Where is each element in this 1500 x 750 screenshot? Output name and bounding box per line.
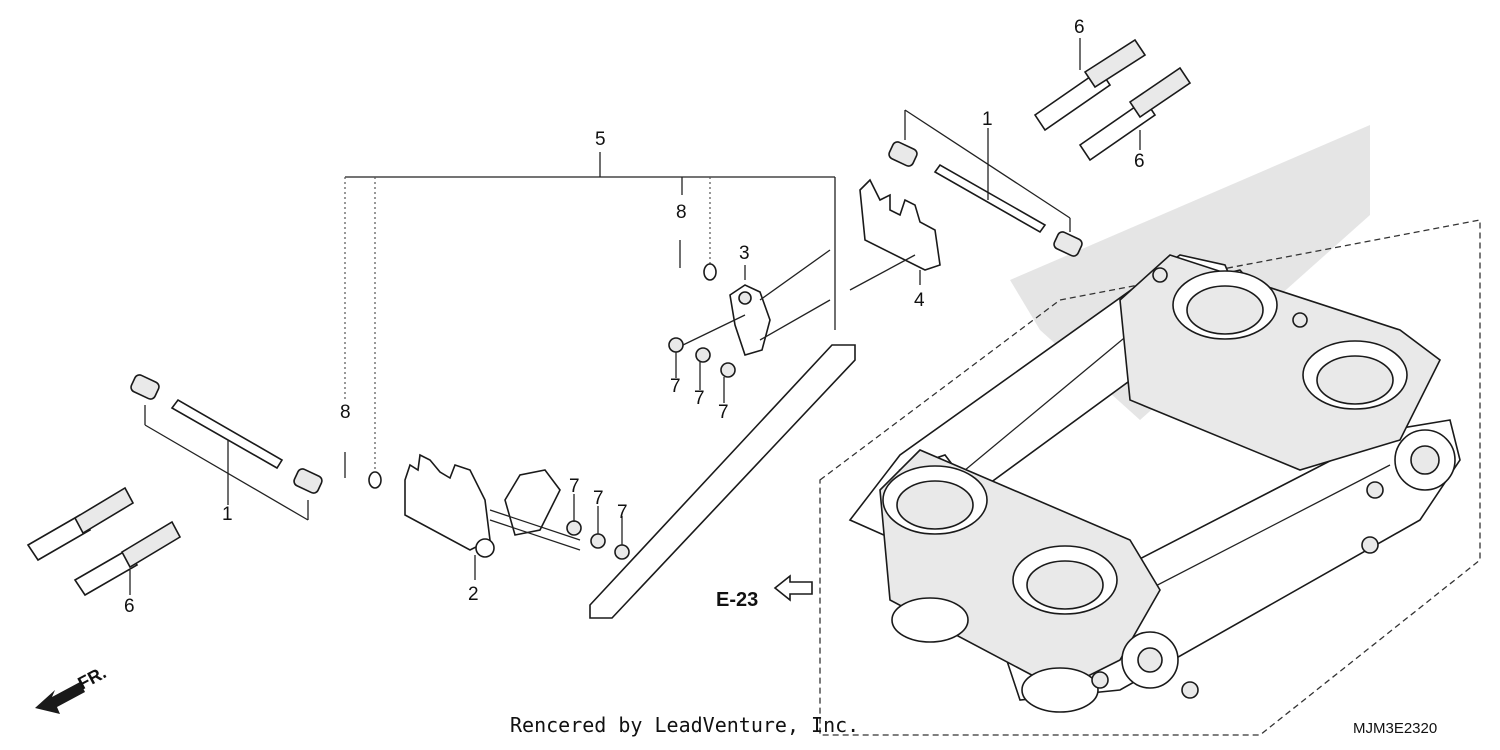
- callout-7-a: 7: [569, 476, 580, 497]
- callout-2: 2: [468, 584, 479, 605]
- diagram-code: MJM3E2320: [1353, 720, 1437, 737]
- callout-6-top: 6: [1074, 17, 1085, 38]
- injector-part-6-top: [1033, 38, 1147, 132]
- injector-part-6-mid: [1078, 66, 1192, 162]
- injector-part-6-left-a: [26, 486, 135, 562]
- callout-8-left: 8: [340, 402, 351, 423]
- throttle-body-assembly: [848, 254, 1461, 713]
- front-direction-arrow: [35, 682, 85, 714]
- callout-3: 3: [739, 243, 750, 264]
- pins-and-washers: [344, 240, 717, 489]
- callout-4: 4: [914, 290, 925, 311]
- reference-label: E-23: [716, 589, 758, 611]
- injector-part-6-left-b: [73, 520, 182, 597]
- credit-text: Rencered by LeadVenture, Inc.: [510, 713, 859, 737]
- callout-6-left: 6: [124, 596, 135, 617]
- callout-8-top: 8: [676, 202, 687, 223]
- callout-1-left: 1: [222, 504, 233, 525]
- callout-7-e: 7: [694, 388, 705, 409]
- assembly-5-bracket: [344, 152, 836, 470]
- shaft-part-1-right: [888, 109, 1083, 257]
- bracket-part-4: [849, 178, 941, 291]
- connecting-rod: [589, 344, 856, 619]
- assembly-boundary: [819, 219, 1481, 736]
- bracket-part-2: [404, 453, 495, 580]
- callout-7-f: 7: [718, 402, 729, 423]
- callout-7-c: 7: [617, 502, 628, 523]
- callout-6-mid: 6: [1134, 151, 1145, 172]
- lever-with-screws: [489, 469, 630, 560]
- reference-arrow: [773, 574, 813, 602]
- callout-5: 5: [595, 129, 606, 150]
- shaft-part-1-left: [130, 374, 323, 521]
- callout-leaders: [129, 38, 1141, 595]
- callout-1-right: 1: [982, 109, 993, 130]
- callout-7-b: 7: [593, 488, 604, 509]
- callout-7-d: 7: [670, 376, 681, 397]
- bracket-part-3: [668, 249, 831, 378]
